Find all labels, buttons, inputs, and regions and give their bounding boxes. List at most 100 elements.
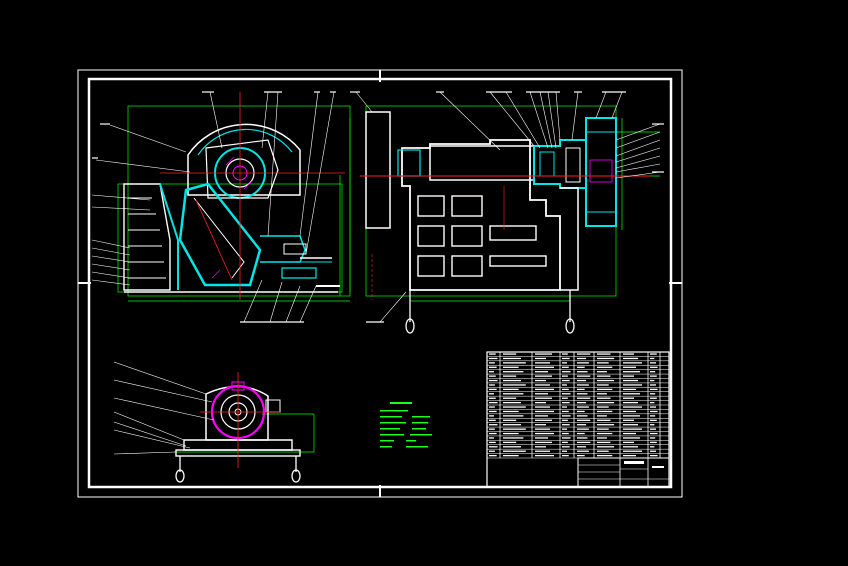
- parts-list-cell: [489, 384, 495, 386]
- parts-list-cell: [577, 446, 587, 448]
- parts-list-cell: [562, 397, 568, 399]
- parts-list-cell: [577, 375, 591, 377]
- parts-list-cell: [597, 362, 609, 364]
- parts-list-cell: [650, 432, 658, 435]
- parts-list-cell: [562, 406, 567, 408]
- parts-list-cell: [577, 432, 585, 435]
- flywheel: [187, 123, 301, 196]
- parts-list-cell: [562, 371, 571, 373]
- fixed-jaw: [123, 183, 171, 291]
- main-shaft: [429, 145, 535, 181]
- parts-list-cell: [503, 362, 526, 364]
- parts-list-cell: [503, 428, 526, 430]
- parts-list-cell: [562, 450, 567, 452]
- parts-list-cell: [577, 353, 591, 355]
- foundation-bolts: [405, 290, 575, 334]
- parts-list-cell: [535, 441, 552, 444]
- parts-list-cell: [577, 366, 585, 368]
- parts-list-cell: [535, 353, 552, 355]
- parts-list-cell: [489, 454, 497, 457]
- parts-list-cell: [535, 437, 548, 439]
- parts-list-cell: [489, 371, 494, 373]
- parts-list-cell: [650, 415, 656, 417]
- parts-list-cell: [650, 410, 658, 413]
- parts-list-cell: [597, 393, 607, 395]
- parts-list-cell: [562, 379, 570, 382]
- parts-list-cell: [489, 393, 494, 395]
- parts-list-cell: [503, 419, 517, 421]
- parts-list-cell: [503, 375, 517, 377]
- parts-list-cell: [535, 415, 548, 417]
- parts-list-cell: [650, 428, 656, 430]
- parts-list-cell: [650, 446, 655, 448]
- parts-list-cell: [577, 424, 587, 426]
- parts-list-cell: [562, 401, 570, 404]
- parts-list-cell: [623, 437, 640, 439]
- parts-list-cell: [562, 437, 571, 439]
- parts-list-cell: [623, 441, 634, 444]
- parts-list-cell: [577, 437, 588, 439]
- side-view: [350, 91, 664, 334]
- parts-list-cell: [535, 393, 548, 395]
- parts-list-cell: [489, 428, 495, 430]
- parts-list-cell: [489, 437, 494, 439]
- parts-list-cell: [650, 441, 657, 444]
- parts-list-cell: [489, 415, 494, 417]
- parts-list-cell: [623, 419, 634, 421]
- parts-list-cell: [562, 415, 571, 417]
- parts-list-cell: [597, 353, 611, 355]
- parts-list-cell: [650, 419, 657, 421]
- front-dimension-lines: [117, 105, 351, 302]
- parts-list-cell: [503, 353, 517, 355]
- parts-list-cell: [535, 428, 550, 430]
- parts-list-cell: [503, 454, 519, 457]
- parts-list-cell: [489, 450, 495, 452]
- parts-list-cell: [489, 406, 495, 408]
- parts-list-cell: [577, 450, 589, 452]
- parts-list-cell: [535, 388, 554, 391]
- parts-list-cell: [597, 388, 613, 391]
- parts-list-cell: [562, 357, 570, 360]
- motor-view: [113, 361, 315, 483]
- front-view: [91, 91, 351, 323]
- parts-list-cell: [562, 454, 569, 457]
- parts-list-cell: [623, 415, 640, 417]
- parts-list-cell: [503, 410, 519, 413]
- parts-list-cell: [489, 362, 495, 364]
- parts-list-cell: [597, 432, 613, 435]
- parts-list-cell: [562, 366, 569, 368]
- parts-list-cell: [535, 424, 546, 426]
- parts-list-cell: [623, 371, 640, 373]
- parts-list-cell: [623, 424, 638, 426]
- parts-list-cell: [577, 419, 591, 421]
- parts-list-cell: [503, 437, 524, 439]
- parts-list-cell: [503, 450, 526, 452]
- parts-list-cell: [489, 375, 496, 377]
- parts-list-cell: [503, 357, 521, 360]
- parts-list-cell: [562, 424, 570, 426]
- parts-list-cell: [650, 379, 655, 382]
- parts-list-cell: [577, 393, 588, 395]
- parts-list-cell: [597, 450, 609, 452]
- parts-list-cell: [623, 397, 634, 399]
- parts-list-cell: [489, 388, 497, 391]
- parts-list-cell: [623, 366, 636, 368]
- parts-list-cell: [503, 406, 526, 408]
- parts-list-cell: [650, 454, 658, 457]
- parts-list-cell: [650, 384, 656, 386]
- parts-list-cell: [597, 384, 609, 386]
- parts-list-cell: [535, 379, 546, 382]
- parts-list-cell: [562, 432, 569, 435]
- parts-list-cell: [650, 388, 658, 391]
- parts-list-cell: [503, 401, 521, 404]
- parts-list-cell: [503, 424, 521, 426]
- parts-list-cell: [597, 428, 609, 430]
- parts-list-cell: [535, 401, 546, 404]
- parts-list-cell: [562, 441, 568, 444]
- parts-list-cell: [489, 419, 496, 421]
- parts-list-cell: [597, 401, 615, 404]
- parts-list-cell: [650, 397, 657, 399]
- parts-list-cell: [503, 393, 524, 395]
- centering-marks: [78, 70, 682, 497]
- parts-list-cell: [623, 353, 634, 355]
